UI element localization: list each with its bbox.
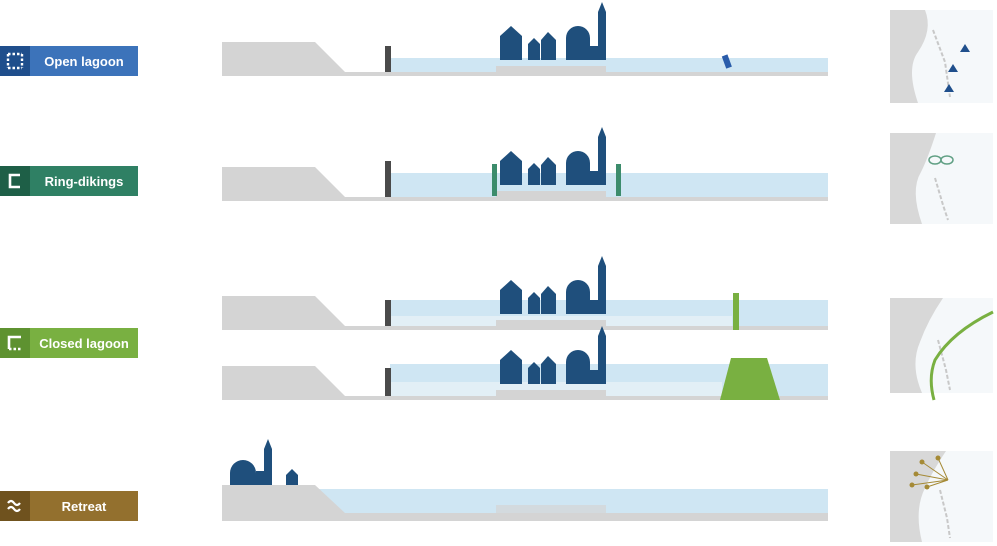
section-ring-dikings	[222, 127, 828, 201]
label-retreat: Retreat	[0, 491, 138, 521]
map-closed-lagoon	[890, 298, 994, 401]
bracket-icon	[0, 166, 30, 196]
dotted-bracket-icon	[0, 46, 30, 76]
section-closed-lagoon-barrier	[222, 256, 828, 330]
label-closed-lagoon: Closed lagoon	[0, 328, 138, 358]
label-closed-lagoon-text: Closed lagoon	[39, 335, 129, 351]
label-open-lagoon: Open lagoon	[0, 46, 138, 76]
label-ring-dikings-text: Ring-dikings	[44, 173, 124, 189]
dotted-corner-icon	[0, 328, 30, 358]
label-retreat-text: Retreat	[61, 498, 107, 514]
map-retreat	[890, 451, 993, 542]
section-retreat	[222, 439, 828, 521]
section-closed-lagoon-dam	[222, 326, 828, 400]
section-open-lagoon	[222, 2, 828, 76]
label-open-lagoon-text: Open lagoon	[44, 53, 124, 69]
label-ring-dikings: Ring-dikings	[0, 166, 138, 196]
map-ring-dikings	[890, 133, 993, 224]
map-open-lagoon	[890, 10, 993, 103]
waves-icon	[0, 491, 30, 521]
